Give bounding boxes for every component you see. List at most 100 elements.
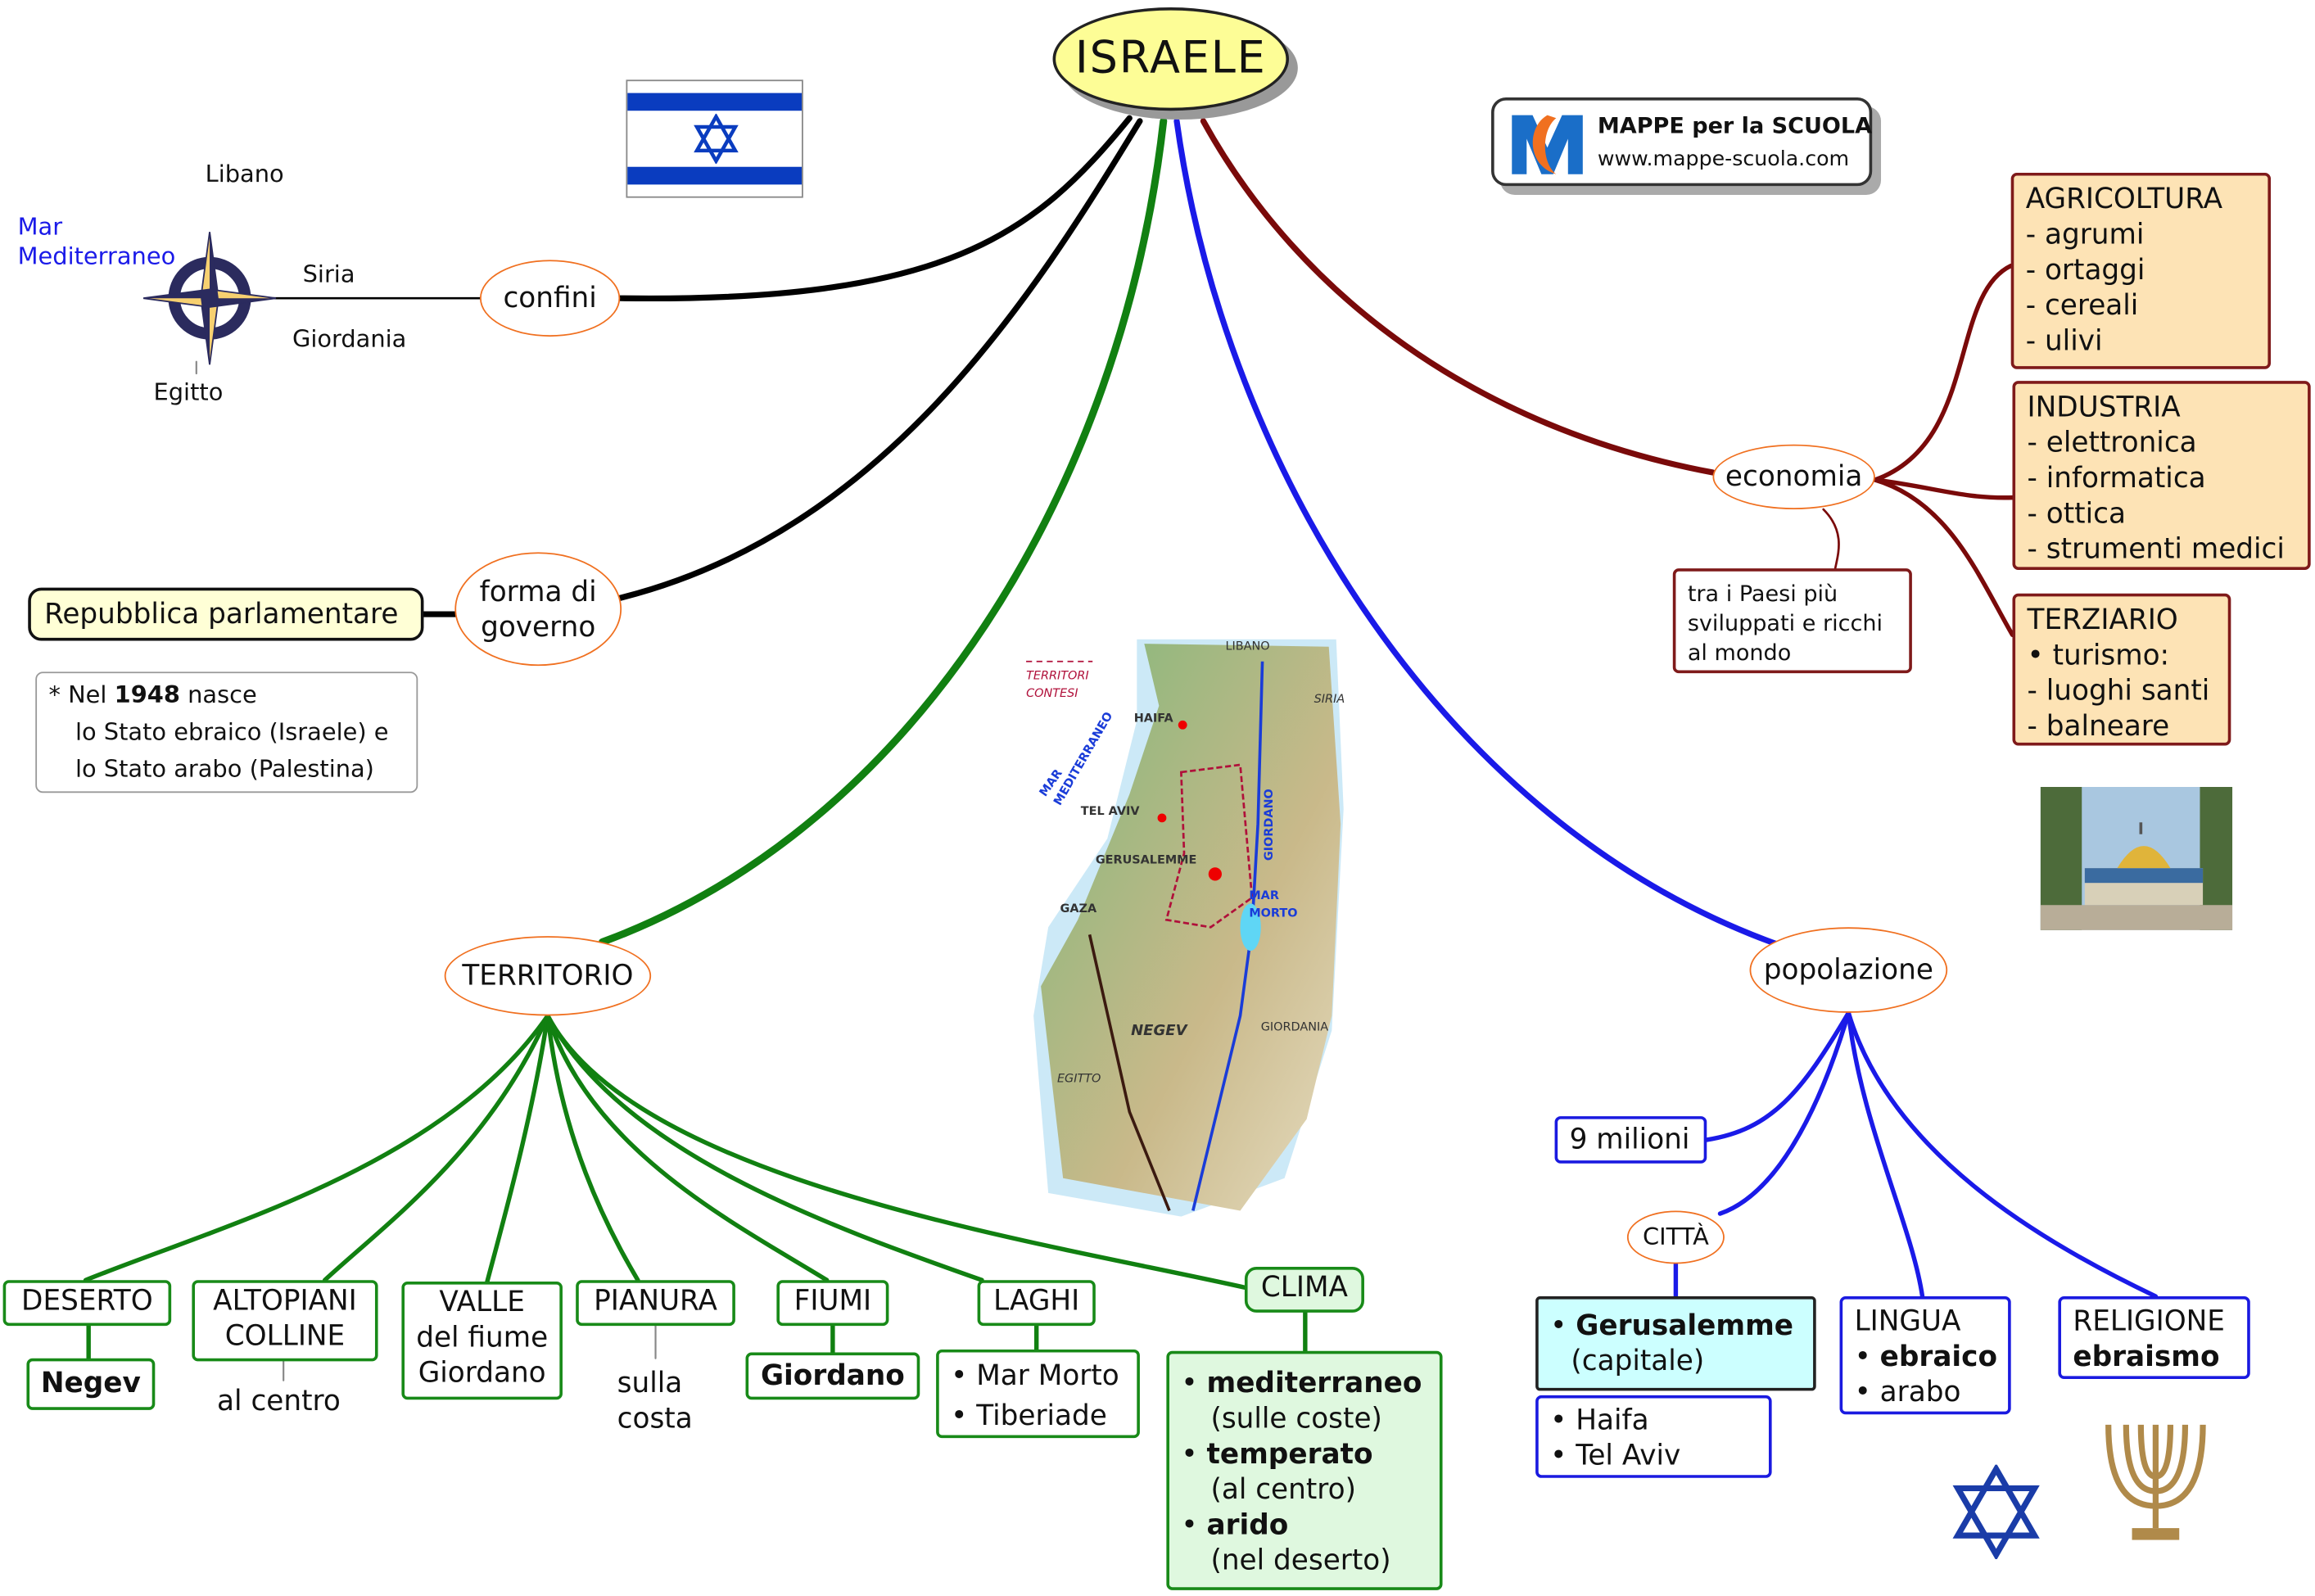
industria-item: - elettronica	[2027, 427, 2197, 459]
governo-label: forma di governo	[479, 575, 597, 644]
giordano-label: Giordano	[760, 1359, 905, 1393]
popolazione-count: 9 milioni	[1554, 1116, 1707, 1164]
agricoltura-item: - ulivi	[2025, 324, 2103, 358]
industria-item: - ottica	[2027, 497, 2126, 531]
capitale-box: • Gerusalemme (capitale)	[1535, 1296, 1816, 1391]
pianura-v2: costa	[617, 1402, 693, 1435]
clima-name: mediterraneo	[1206, 1367, 1422, 1400]
industria-title: INDUSTRIA	[2027, 391, 2181, 424]
valle-l2: del fiume	[416, 1321, 549, 1354]
valle-l1: VALLE	[439, 1286, 525, 1319]
lago-item: Tiberiade	[976, 1399, 1107, 1432]
lingua-box[interactable]: LINGUA • ebraico • arabo	[1839, 1296, 2011, 1415]
terziario-box[interactable]: TERZIARIO • turismo: - luoghi santi - ba…	[2012, 593, 2231, 746]
map-mediterraneo: MEDITERRANEO	[1051, 710, 1115, 807]
altre-citta-box: • Haifa • Tel Aviv	[1535, 1395, 1772, 1478]
confini-node[interactable]: confini	[479, 260, 621, 337]
economia-node[interactable]: economia	[1712, 444, 1875, 510]
clima-where: (sulle coste)	[1210, 1402, 1382, 1435]
star-of-david-icon	[1952, 1464, 2040, 1559]
agricoltura-item: - agrumi	[2025, 218, 2145, 251]
negev-box: Negev	[26, 1358, 156, 1410]
map-haifa: HAIFA	[1134, 712, 1174, 726]
note-l2: lo Stato ebraico (Israele) e	[75, 717, 389, 746]
laghi-box[interactable]: LAGHI	[977, 1280, 1096, 1327]
pianura-box[interactable]: PIANURA	[576, 1280, 735, 1327]
religione-title: RELIGIONE	[2073, 1304, 2225, 1338]
map-legend-1: TERRITORI	[1026, 669, 1089, 682]
fiumi-label: FIUMI	[794, 1284, 872, 1318]
map-libano: LIBANO	[1225, 640, 1269, 653]
clima-name: temperato	[1206, 1438, 1373, 1471]
compass-rose-icon	[142, 232, 277, 365]
popolazione-node[interactable]: popolazione	[1749, 927, 1948, 1013]
governo-value: Repubblica parlamentare	[28, 587, 424, 641]
border-egitto: Egitto	[153, 378, 224, 406]
map-egitto: EGITTO	[1057, 1073, 1101, 1086]
territorio-label: TERRITORIO	[462, 959, 634, 992]
agricoltura-title: AGRICOLTURA	[2025, 183, 2223, 216]
terziario-item: • turismo:	[2027, 639, 2170, 672]
lago-item: Mar Morto	[976, 1359, 1119, 1393]
note-l1b: nasce	[188, 680, 257, 709]
citta-item: Tel Aviv	[1576, 1439, 1681, 1472]
laghi-list: • Mar Morto • Tiberiade	[936, 1349, 1140, 1439]
logo[interactable]: MAPPE per la SCUOLA www.mappe-scuola.com	[1491, 97, 1873, 187]
map-giordania: GIORDANIA	[1261, 1020, 1328, 1033]
clima-label: CLIMA	[1260, 1271, 1348, 1304]
border-siria: Siria	[302, 260, 355, 288]
map-gerusalemme: GERUSALEMME	[1096, 854, 1197, 867]
title-text: ISRAELE	[1074, 32, 1267, 84]
confini-label: confini	[503, 282, 597, 315]
israel-map: TERRITORI CONTESI LIBANO SIRIA HAIFA TEL…	[1026, 639, 1345, 1217]
industria-box[interactable]: INDUSTRIA - elettronica - informatica - …	[2012, 381, 2311, 570]
pianura-v1: sulla	[617, 1367, 683, 1400]
religione-value: ebraismo	[2073, 1341, 2220, 1373]
map-telaviv: TEL AVIV	[1081, 805, 1141, 818]
lingua-title: LINGUA	[1854, 1304, 1961, 1338]
agricoltura-item: - cereali	[2025, 289, 2139, 323]
logo-m-icon	[1512, 115, 1583, 174]
economia-note-line: tra i Paesi più	[1687, 580, 1838, 608]
terziario-title: TERZIARIO	[2027, 604, 2178, 637]
fiumi-box[interactable]: FIUMI	[776, 1280, 889, 1327]
border-mediterraneo: Mar Mediterraneo	[17, 212, 176, 270]
clima-list: • mediterraneo (sulle coste) • temperato…	[1166, 1350, 1443, 1590]
note-l1a: Nel	[68, 680, 107, 709]
industria-item: - informatica	[2027, 462, 2206, 495]
economia-label: economia	[1725, 460, 1863, 494]
agricoltura-box[interactable]: AGRICOLTURA - agrumi - ortaggi - cereali…	[2010, 172, 2272, 369]
map-legend-2: CONTESI	[1026, 687, 1078, 700]
logo-url[interactable]: www.mappe-scuola.com	[1597, 147, 1850, 172]
religione-box[interactable]: RELIGIONE ebraismo	[2058, 1296, 2250, 1380]
clima-box[interactable]: CLIMA	[1244, 1266, 1364, 1313]
clima-name: arido	[1206, 1508, 1289, 1542]
valle-l3: Giordano	[418, 1356, 546, 1390]
capitale-name: Gerusalemme	[1576, 1309, 1793, 1342]
note-1948: * Nel 1948 nasce lo Stato ebraico (Israe…	[35, 671, 418, 793]
agricoltura-item: - ortaggi	[2025, 254, 2145, 287]
terziario-item: - luoghi santi	[2027, 674, 2210, 708]
altopiani-label: ALTOPIANI	[213, 1284, 357, 1318]
map-gaza: GAZA	[1060, 902, 1097, 916]
lingua-item: ebraico	[1879, 1341, 1998, 1373]
citta-node[interactable]: CITTÀ	[1626, 1210, 1725, 1264]
deserto-box[interactable]: DESERTO	[2, 1280, 172, 1327]
logo-name: MAPPE per la SCUOLA	[1597, 112, 1873, 139]
menorah-icon	[2105, 1424, 2206, 1540]
star-of-david-icon	[694, 113, 739, 165]
laghi-label: LAGHI	[993, 1284, 1080, 1318]
altopiani-value: al centro	[217, 1385, 341, 1417]
clima-where: (al centro)	[1210, 1473, 1356, 1507]
clima-where: (nel deserto)	[1210, 1544, 1391, 1577]
industria-item: - strumenti medici	[2027, 532, 2285, 566]
governo-node[interactable]: forma di governo	[454, 552, 622, 667]
territorio-node[interactable]: TERRITORIO	[444, 936, 652, 1016]
popolazione-count-text: 9 milioni	[1569, 1124, 1690, 1156]
lingua-item: arabo	[1879, 1376, 1961, 1409]
colline-label: COLLINE	[224, 1319, 346, 1353]
economia-note-line: sviluppati e ricchi	[1687, 609, 1883, 637]
